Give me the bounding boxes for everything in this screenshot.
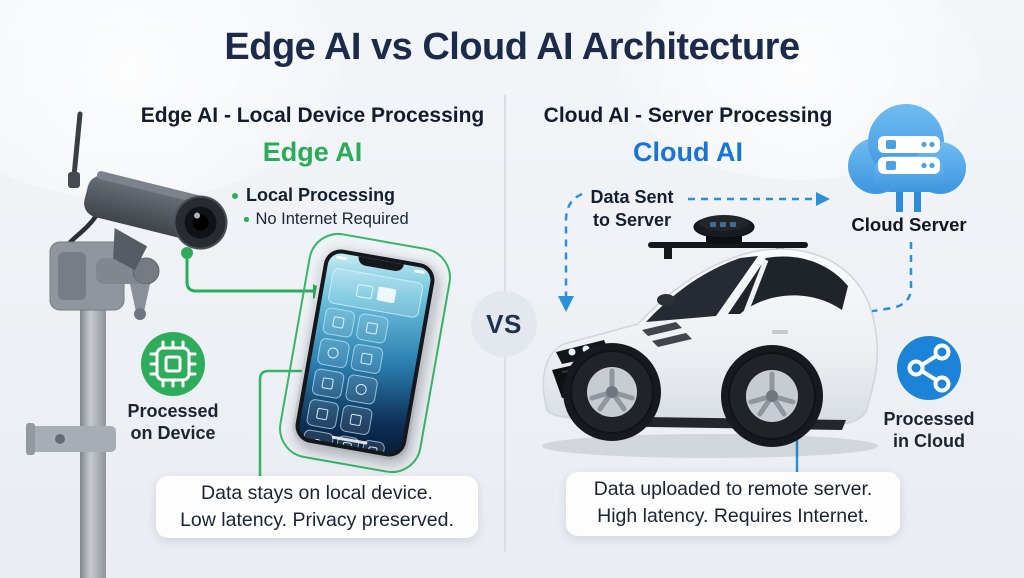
camera-antenna <box>71 111 83 179</box>
front-wheel <box>570 350 654 434</box>
edge-column-heading: Edge AI - Local Device Processing <box>140 104 485 127</box>
autonomous-car-illustration <box>542 215 878 458</box>
processed-in-cloud-label: Processed in Cloud <box>851 409 1007 452</box>
data-flow-arrow-down <box>564 192 583 296</box>
side-windows <box>728 256 848 314</box>
app-tile <box>344 373 379 406</box>
rear-wheel <box>728 352 816 440</box>
app-tile <box>316 337 351 369</box>
app-tile <box>349 343 385 375</box>
bullet-text: Local Processing <box>246 185 396 205</box>
bullet-text: No Internet Required <box>255 210 409 228</box>
cloud-server-icon <box>848 104 966 212</box>
cloud-server-label: Cloud Server <box>851 214 967 235</box>
label-line: to Server <box>592 210 672 230</box>
bullet-no-internet: No Internet Required <box>244 210 409 229</box>
data-sent-label: Data Sent to Server <box>573 186 691 232</box>
label-line: Data Sent <box>590 187 674 207</box>
processed-on-device-label: Processed on Device <box>95 401 251 444</box>
phone-screen <box>297 251 433 455</box>
app-tile <box>321 306 356 339</box>
windshield <box>646 256 758 322</box>
label-line: Processed <box>127 401 219 421</box>
vs-badge: VS <box>471 291 537 357</box>
arrowhead-down <box>558 296 574 312</box>
label-line: on Device <box>130 422 216 443</box>
security-camera-illustration <box>26 111 228 578</box>
cloud-ai-label: Cloud AI <box>633 137 743 167</box>
chip-icon <box>141 332 205 396</box>
edge-bullet-list: Local Processing No Internet Required <box>232 185 409 229</box>
app-tile <box>311 367 346 400</box>
label-line: Processed <box>883 409 975 429</box>
app-tile <box>305 398 340 430</box>
app-tile <box>355 312 390 345</box>
app-tile <box>339 404 374 436</box>
caption-line: Low latency. Privacy preserved. <box>180 509 454 531</box>
share-network-icon <box>897 336 961 400</box>
caption-line: High latency. Requires Internet. <box>597 505 869 527</box>
cloud-caption-card: Data uploaded to remote server. High lat… <box>566 472 900 536</box>
camera-body <box>84 171 228 271</box>
smartphone-illustration <box>274 228 456 478</box>
edge-caption-card: Data stays on local device. Low latency.… <box>156 476 478 538</box>
arrowhead-right <box>816 192 830 206</box>
caption-line: Data stays on local device. <box>201 482 433 504</box>
edge-caption-connector <box>258 369 310 476</box>
bullet-dot <box>244 217 249 222</box>
bullet-dot <box>232 192 238 199</box>
cloud-column-heading: Cloud AI - Server Processing <box>543 104 833 127</box>
edge-ai-label: Edge AI <box>262 137 363 167</box>
side-mirror <box>657 294 675 306</box>
page-title: Edge AI vs Cloud AI Architecture <box>224 26 800 68</box>
label-line: in Cloud <box>893 430 965 451</box>
bullet-local-processing: Local Processing <box>232 185 409 206</box>
caption-line: Data uploaded to remote server. <box>593 478 873 500</box>
roof-rack <box>648 242 808 248</box>
